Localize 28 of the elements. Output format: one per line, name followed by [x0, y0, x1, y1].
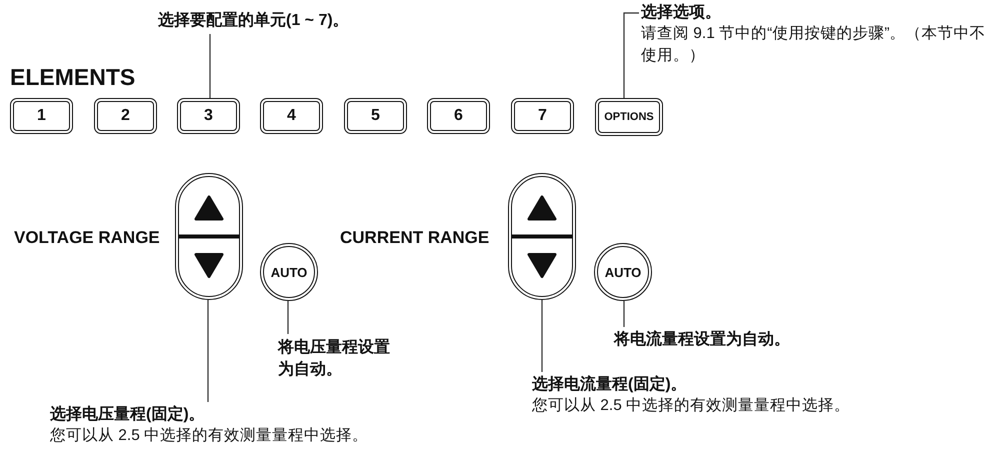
leader-line [541, 300, 543, 372]
leader-line [623, 301, 625, 327]
element-key: 7 [511, 98, 574, 134]
callout-heading: 选择选项。 [641, 3, 722, 23]
element-key: 1 [10, 98, 73, 134]
element-key: 6 [427, 98, 490, 134]
leader-line [287, 301, 289, 334]
callout-text: 您可以从 2.5 中选择的有效测量量程中选择。 [532, 396, 852, 416]
callout-heading: 将电流量程设置为自动。 [614, 330, 791, 350]
auto-key: AUTO [594, 243, 652, 301]
panel-label: VOLTAGE RANGE [14, 228, 160, 248]
leader-line [209, 34, 211, 98]
auto-key: AUTO [260, 243, 318, 301]
callout-text: 请查阅 9.1 节中的“使用按键的步骤”。（本节中不使用。） [641, 24, 986, 66]
element-key: 3 [177, 98, 240, 134]
callout-heading: 选择电流量程(固定)。 [532, 375, 688, 395]
leader-line [623, 12, 639, 98]
element-key: 4 [260, 98, 323, 134]
callout-heading: 选择要配置的单元(1 ~ 7)。 [158, 11, 350, 31]
callout-text: 您可以从 2.5 中选择的有效测量量程中选择。 [50, 426, 370, 446]
panel-label: CURRENT RANGE [340, 228, 490, 248]
panel-label: ELEMENTS [10, 64, 136, 91]
element-key: 2 [94, 98, 157, 134]
callout-heading: 将电压量程设置为自动。 [278, 338, 391, 380]
callout-heading: 选择电压量程(固定)。 [50, 405, 206, 425]
element-key: OPTIONS [595, 98, 663, 136]
leader-line [207, 300, 209, 402]
element-key: 5 [344, 98, 407, 134]
